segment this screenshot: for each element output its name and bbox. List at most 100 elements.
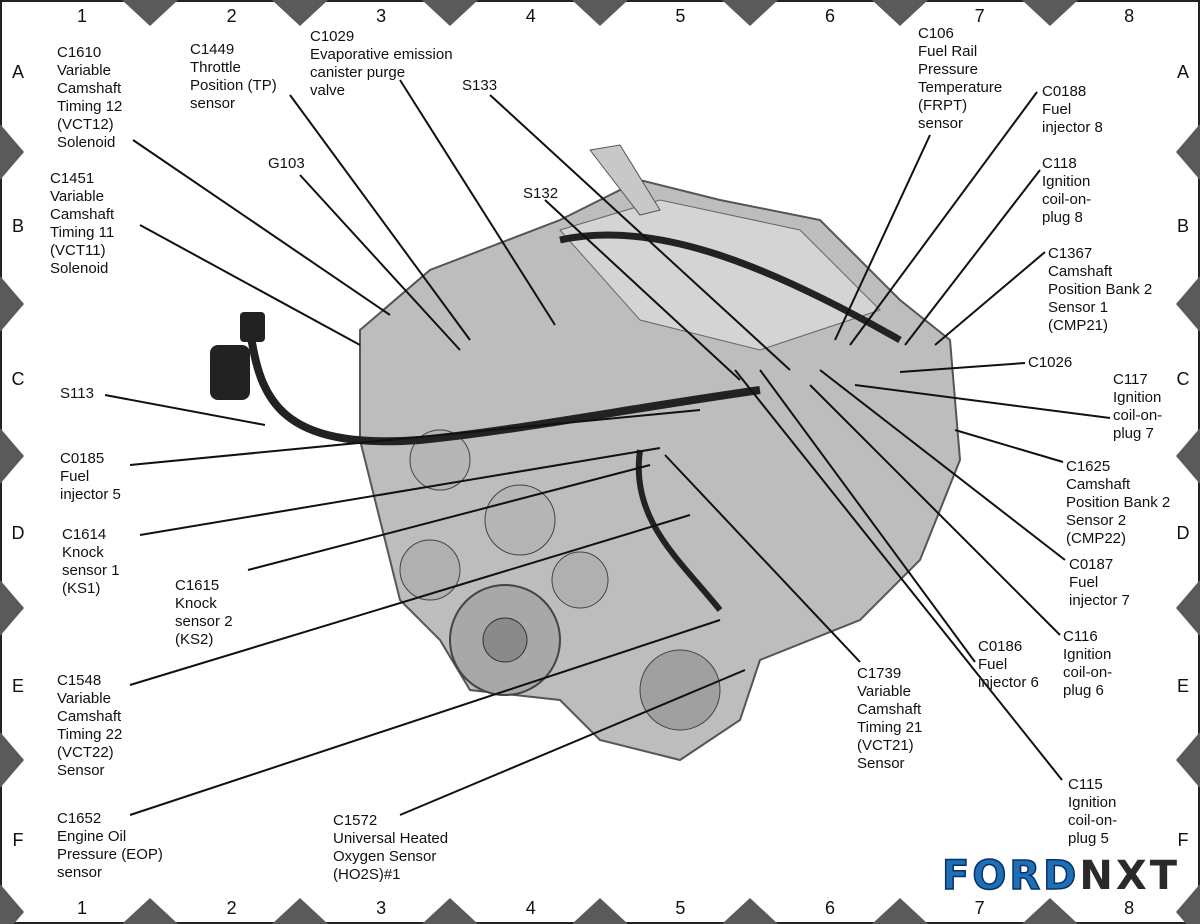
top-marker [122, 0, 178, 26]
callout-c1610: C1610 Variable Camshaft Timing 12 (VCT12… [57, 44, 123, 151]
leader-line-s133 [489, 94, 791, 371]
bottom-marker [422, 898, 478, 924]
grid-label: 2 [226, 898, 237, 918]
right-marker [1176, 884, 1200, 924]
callout-c1615: C1615 Knock sensor 2 (KS2) [175, 577, 233, 648]
top-marker [1022, 0, 1078, 26]
callout-s132: S132 [523, 185, 559, 202]
leader-line-c0186 [759, 369, 976, 663]
left-marker [0, 580, 24, 636]
callout-c1625: C1625 Camshaft Position Bank 2 Sensor 2 … [1066, 458, 1171, 547]
grid-label: 3 [376, 6, 387, 26]
grid-label: F [12, 830, 24, 850]
callout-c0187: C0187 Fuel injector 7 [1069, 556, 1130, 609]
leader-line-c0185 [129, 409, 701, 466]
grid-label: C [11, 369, 25, 390]
grid-label: 4 [525, 6, 536, 26]
top-marker [722, 0, 778, 26]
grid-label: 8 [1124, 898, 1135, 918]
grid-label: 2 [226, 6, 237, 26]
left-marker [0, 276, 24, 332]
leader-line-c1029 [399, 79, 556, 326]
bottom-marker [722, 898, 778, 924]
leader-line-c118 [904, 169, 1041, 346]
grid-label: D [11, 522, 25, 543]
right-marker [1176, 276, 1200, 332]
top-marker [422, 0, 478, 26]
callout-c117: C117 Ignition coil-on- plug 7 [1113, 371, 1163, 442]
callout-c1029: C1029 Evaporative emission canister purg… [310, 28, 453, 99]
callout-g103: G103 [268, 155, 305, 172]
leader-line-c1572 [399, 669, 746, 816]
leader-line-c1026 [899, 362, 1026, 373]
leader-line-c1449 [289, 94, 471, 341]
bottom-marker [872, 898, 928, 924]
leader-line-c115 [734, 369, 1063, 781]
grid-label: C [1176, 369, 1190, 390]
grid-label: B [11, 215, 25, 236]
callout-c1548: C1548 Variable Camshaft Timing 22 (VCT22… [57, 672, 123, 779]
grid-label: 8 [1124, 6, 1135, 26]
grid-label: 1 [76, 6, 88, 26]
callout-c0188: C0188 Fuel injector 8 [1042, 83, 1103, 136]
callout-c115: C115 Ignition coil-on- plug 5 [1068, 776, 1118, 847]
leader-line-c0188 [849, 91, 1038, 346]
leader-line-s113 [104, 394, 266, 426]
bottom-marker [122, 898, 178, 924]
bottom-marker [1022, 898, 1078, 924]
right-marker [1176, 580, 1200, 636]
grid-label: F [1177, 830, 1189, 850]
leader-line-c1367 [934, 251, 1046, 346]
leader-line-c1614 [139, 447, 661, 536]
callout-c1614: C1614 Knock sensor 1 (KS1) [62, 526, 120, 597]
callout-c106: C106 Fuel Rail Pressure Temperature (FRP… [918, 25, 1003, 132]
callout-c1652: C1652 Engine Oil Pressure (EOP) sensor [57, 810, 163, 881]
grid-label: D [1176, 522, 1190, 543]
grid-label: 4 [525, 898, 536, 918]
top-marker [272, 0, 328, 26]
callout-c0185: C0185 Fuel injector 5 [60, 450, 121, 503]
top-marker [872, 0, 928, 26]
grid-label: 7 [974, 6, 985, 26]
callout-c1572: C1572 Universal Heated Oxygen Sensor (HO… [333, 812, 449, 883]
left-marker [0, 732, 24, 788]
callout-c1739: C1739 Variable Camshaft Timing 21 (VCT21… [857, 665, 923, 772]
leader-line-c106 [834, 134, 931, 341]
grid-label: 6 [824, 6, 836, 26]
leader-line-g103 [299, 174, 461, 351]
callout-c1451: C1451 Variable Camshaft Timing 11 (VCT11… [50, 170, 115, 277]
leader-line-c117 [854, 384, 1111, 419]
top-marker [572, 0, 628, 26]
leader-line-c1652 [129, 619, 721, 816]
right-marker [1176, 732, 1200, 788]
grid-label: 6 [824, 898, 836, 918]
callout-c0186: C0186 Fuel injector 6 [978, 638, 1039, 691]
leader-line-c1625 [954, 429, 1064, 463]
grid-label: A [11, 62, 25, 82]
engine-illustration [210, 144, 962, 762]
right-marker [1176, 124, 1200, 180]
leader-line-c1548 [129, 514, 691, 686]
callout-c118: C118 Ignition coil-on- plug 8 [1042, 155, 1092, 226]
grid-label: 3 [376, 898, 387, 918]
leader-line-c1739 [664, 454, 861, 663]
left-marker [0, 884, 24, 924]
bottom-marker [572, 898, 628, 924]
callout-s113: S113 [60, 385, 94, 402]
grid-label: 5 [675, 6, 686, 26]
grid-label: E [11, 676, 25, 697]
grid-label: E [1176, 676, 1190, 697]
leader-line-s132 [544, 199, 741, 381]
leader-line-c116 [809, 384, 1061, 636]
callout-c1026: C1026 [1028, 354, 1073, 371]
leader-line-c1451 [139, 224, 361, 346]
bottom-marker [272, 898, 328, 924]
grid-label: B [1176, 215, 1190, 236]
grid-label: 5 [675, 898, 686, 918]
callout-s133: S133 [462, 77, 498, 94]
grid-label: 7 [974, 898, 985, 918]
fordnxt-logo: FORDNXT [941, 853, 1180, 899]
